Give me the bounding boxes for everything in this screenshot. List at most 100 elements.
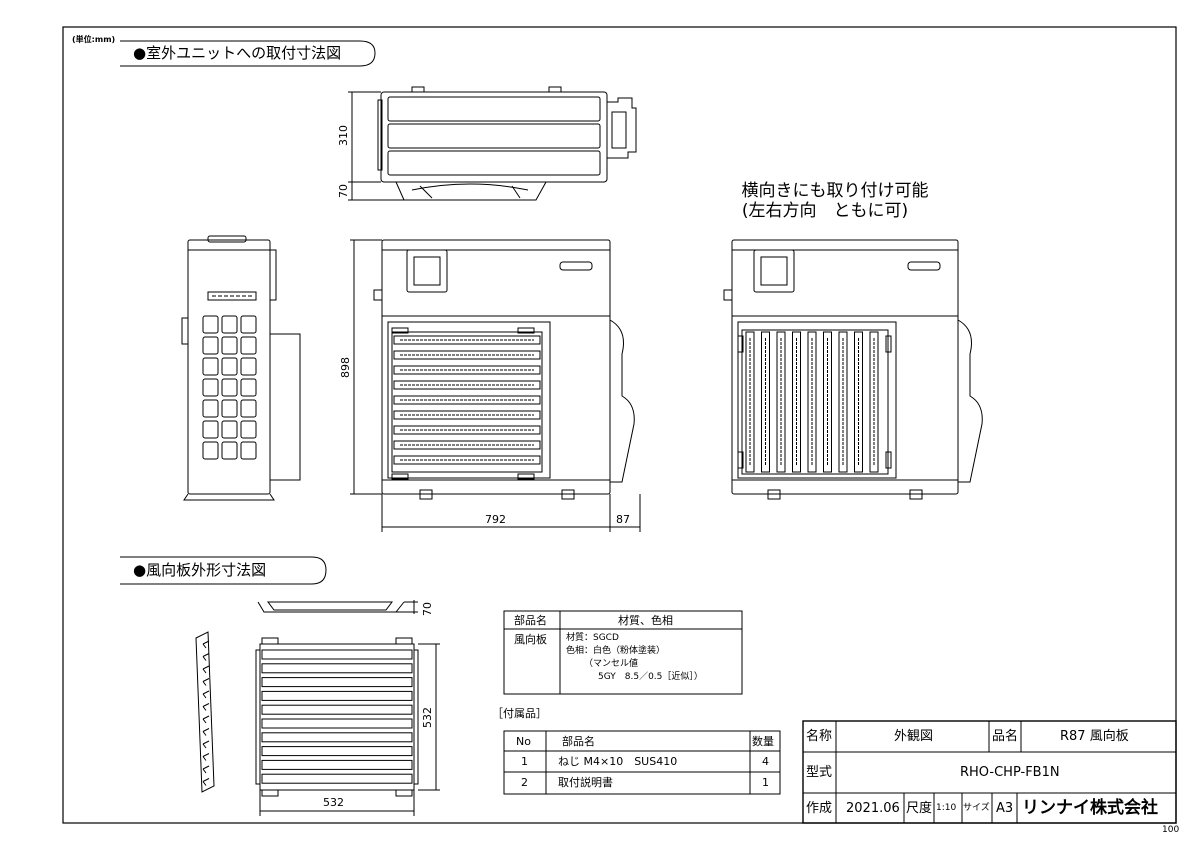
louver-slat bbox=[792, 331, 801, 473]
section-title-outdoor: ●室外ユニットへの取付寸法図 bbox=[133, 44, 342, 62]
accessory-row-qty: 1 bbox=[762, 776, 769, 789]
grille-cell bbox=[221, 336, 238, 355]
grille-cell bbox=[221, 378, 238, 397]
louver-front bbox=[255, 637, 440, 816]
grille-cell bbox=[240, 336, 257, 355]
grille-cell bbox=[221, 357, 238, 376]
front-view bbox=[350, 239, 641, 532]
grille-cell bbox=[202, 399, 219, 418]
material-part: 風向板 bbox=[514, 633, 547, 646]
grille-cell bbox=[240, 441, 257, 460]
accessory-header-name: 部品名 bbox=[562, 735, 595, 748]
grille-cell bbox=[240, 378, 257, 397]
dim-front-width: 792 bbox=[485, 513, 506, 526]
louver-slat bbox=[393, 335, 541, 345]
louver-slat bbox=[261, 773, 413, 784]
section-louver-frame bbox=[120, 556, 327, 585]
material-header-spec: 材質、色相 bbox=[618, 614, 673, 627]
louver-frame bbox=[741, 329, 889, 475]
louver-side-tick bbox=[202, 728, 210, 736]
louver-slat bbox=[261, 718, 413, 729]
louver-slat bbox=[261, 704, 413, 715]
louver-side-tick bbox=[202, 715, 210, 724]
louver-slat bbox=[393, 410, 541, 420]
grille-cell bbox=[202, 357, 219, 376]
louver-slat bbox=[393, 350, 541, 360]
louver-slat bbox=[838, 331, 848, 473]
section-title-louver: ●風向板外形寸法図 bbox=[133, 561, 267, 579]
grille-cell bbox=[202, 441, 219, 460]
sheet-border bbox=[62, 26, 1177, 824]
grille-cell bbox=[240, 357, 257, 376]
dim-louver-depth: 70 bbox=[421, 602, 434, 616]
grille-cell bbox=[240, 315, 257, 334]
grille-cell bbox=[202, 336, 219, 355]
louver-slat bbox=[261, 746, 413, 757]
title-model-value: RHO-CHP-FB1N bbox=[960, 765, 1060, 780]
title-block-lines bbox=[802, 720, 1177, 824]
louver-side-tick bbox=[202, 690, 210, 699]
louver-slat bbox=[261, 677, 413, 688]
dim-louver-height: 532 bbox=[421, 707, 434, 728]
louver-slat bbox=[393, 455, 541, 465]
louver-slat bbox=[261, 663, 413, 674]
louver-slat bbox=[823, 331, 832, 473]
louver-side-tick bbox=[202, 703, 210, 711]
louver-bracket bbox=[737, 335, 744, 353]
louver-slat bbox=[261, 759, 413, 770]
unit-note: (単位:mm) bbox=[72, 35, 116, 44]
louver-side-tick bbox=[202, 653, 210, 661]
louver-side-tick bbox=[202, 765, 210, 774]
material-line-1: 材質：SGCD bbox=[566, 633, 619, 643]
louver-slat bbox=[393, 395, 541, 405]
material-line-4: 5GY 8.5／0.5［近似］） bbox=[598, 672, 703, 682]
louver-slat bbox=[261, 732, 413, 743]
title-product-value: R87 風向板 bbox=[1060, 729, 1129, 744]
top-view bbox=[348, 86, 637, 201]
louver-slat bbox=[854, 331, 863, 473]
louver-slat bbox=[807, 331, 817, 473]
front-view-sideways bbox=[723, 239, 983, 500]
dim-top-base: 70 bbox=[337, 184, 350, 198]
grille-cell bbox=[202, 378, 219, 397]
dim-top-height: 310 bbox=[337, 125, 350, 146]
louver-slat bbox=[745, 331, 755, 473]
corner-mark: 100 bbox=[1162, 825, 1180, 835]
louver-slat bbox=[776, 331, 786, 473]
dim-front-height: 898 bbox=[339, 357, 352, 378]
louver-slat bbox=[261, 649, 413, 660]
side-view bbox=[181, 235, 301, 501]
louver-side bbox=[195, 631, 215, 793]
title-name-value: 外観図 bbox=[894, 729, 934, 744]
louver-slat bbox=[761, 331, 770, 473]
grille-cell bbox=[221, 315, 238, 334]
section-outdoor-frame bbox=[120, 40, 376, 67]
title-name-label: 名称 bbox=[806, 729, 833, 744]
louver-frame bbox=[391, 331, 543, 473]
louver-side-tick bbox=[202, 640, 210, 649]
accessory-row-name: ねじ M4×10 SUS410 bbox=[558, 755, 678, 768]
grille-cell bbox=[240, 420, 257, 439]
title-product-label: 品名 bbox=[992, 729, 1019, 744]
material-line-2: 色相：白色（粉体塗装） bbox=[566, 646, 666, 656]
accessory-row-no: 2 bbox=[521, 776, 528, 789]
louver-slat bbox=[393, 440, 541, 450]
title-size-label: サイズ bbox=[963, 803, 990, 813]
grille-cell bbox=[221, 420, 238, 439]
title-made-label: 作成 bbox=[806, 801, 833, 816]
grille-cell bbox=[202, 420, 219, 439]
dim-louver-width: 532 bbox=[323, 796, 344, 809]
accessory-table-lines bbox=[503, 730, 781, 795]
title-made-value: 2021.06 bbox=[846, 801, 900, 816]
dim-front-side: 87 bbox=[616, 513, 630, 526]
accessory-header-no: No bbox=[516, 735, 531, 748]
accessory-row-no: 1 bbox=[521, 755, 528, 768]
grille-cell bbox=[202, 315, 219, 334]
title-model-label: 型式 bbox=[806, 765, 833, 780]
grille-cell bbox=[240, 399, 257, 418]
louver-slat bbox=[393, 425, 541, 435]
louver-bracket bbox=[517, 473, 535, 480]
title-scale-value: 1:10 bbox=[936, 803, 957, 813]
louver-bracket bbox=[885, 335, 892, 353]
